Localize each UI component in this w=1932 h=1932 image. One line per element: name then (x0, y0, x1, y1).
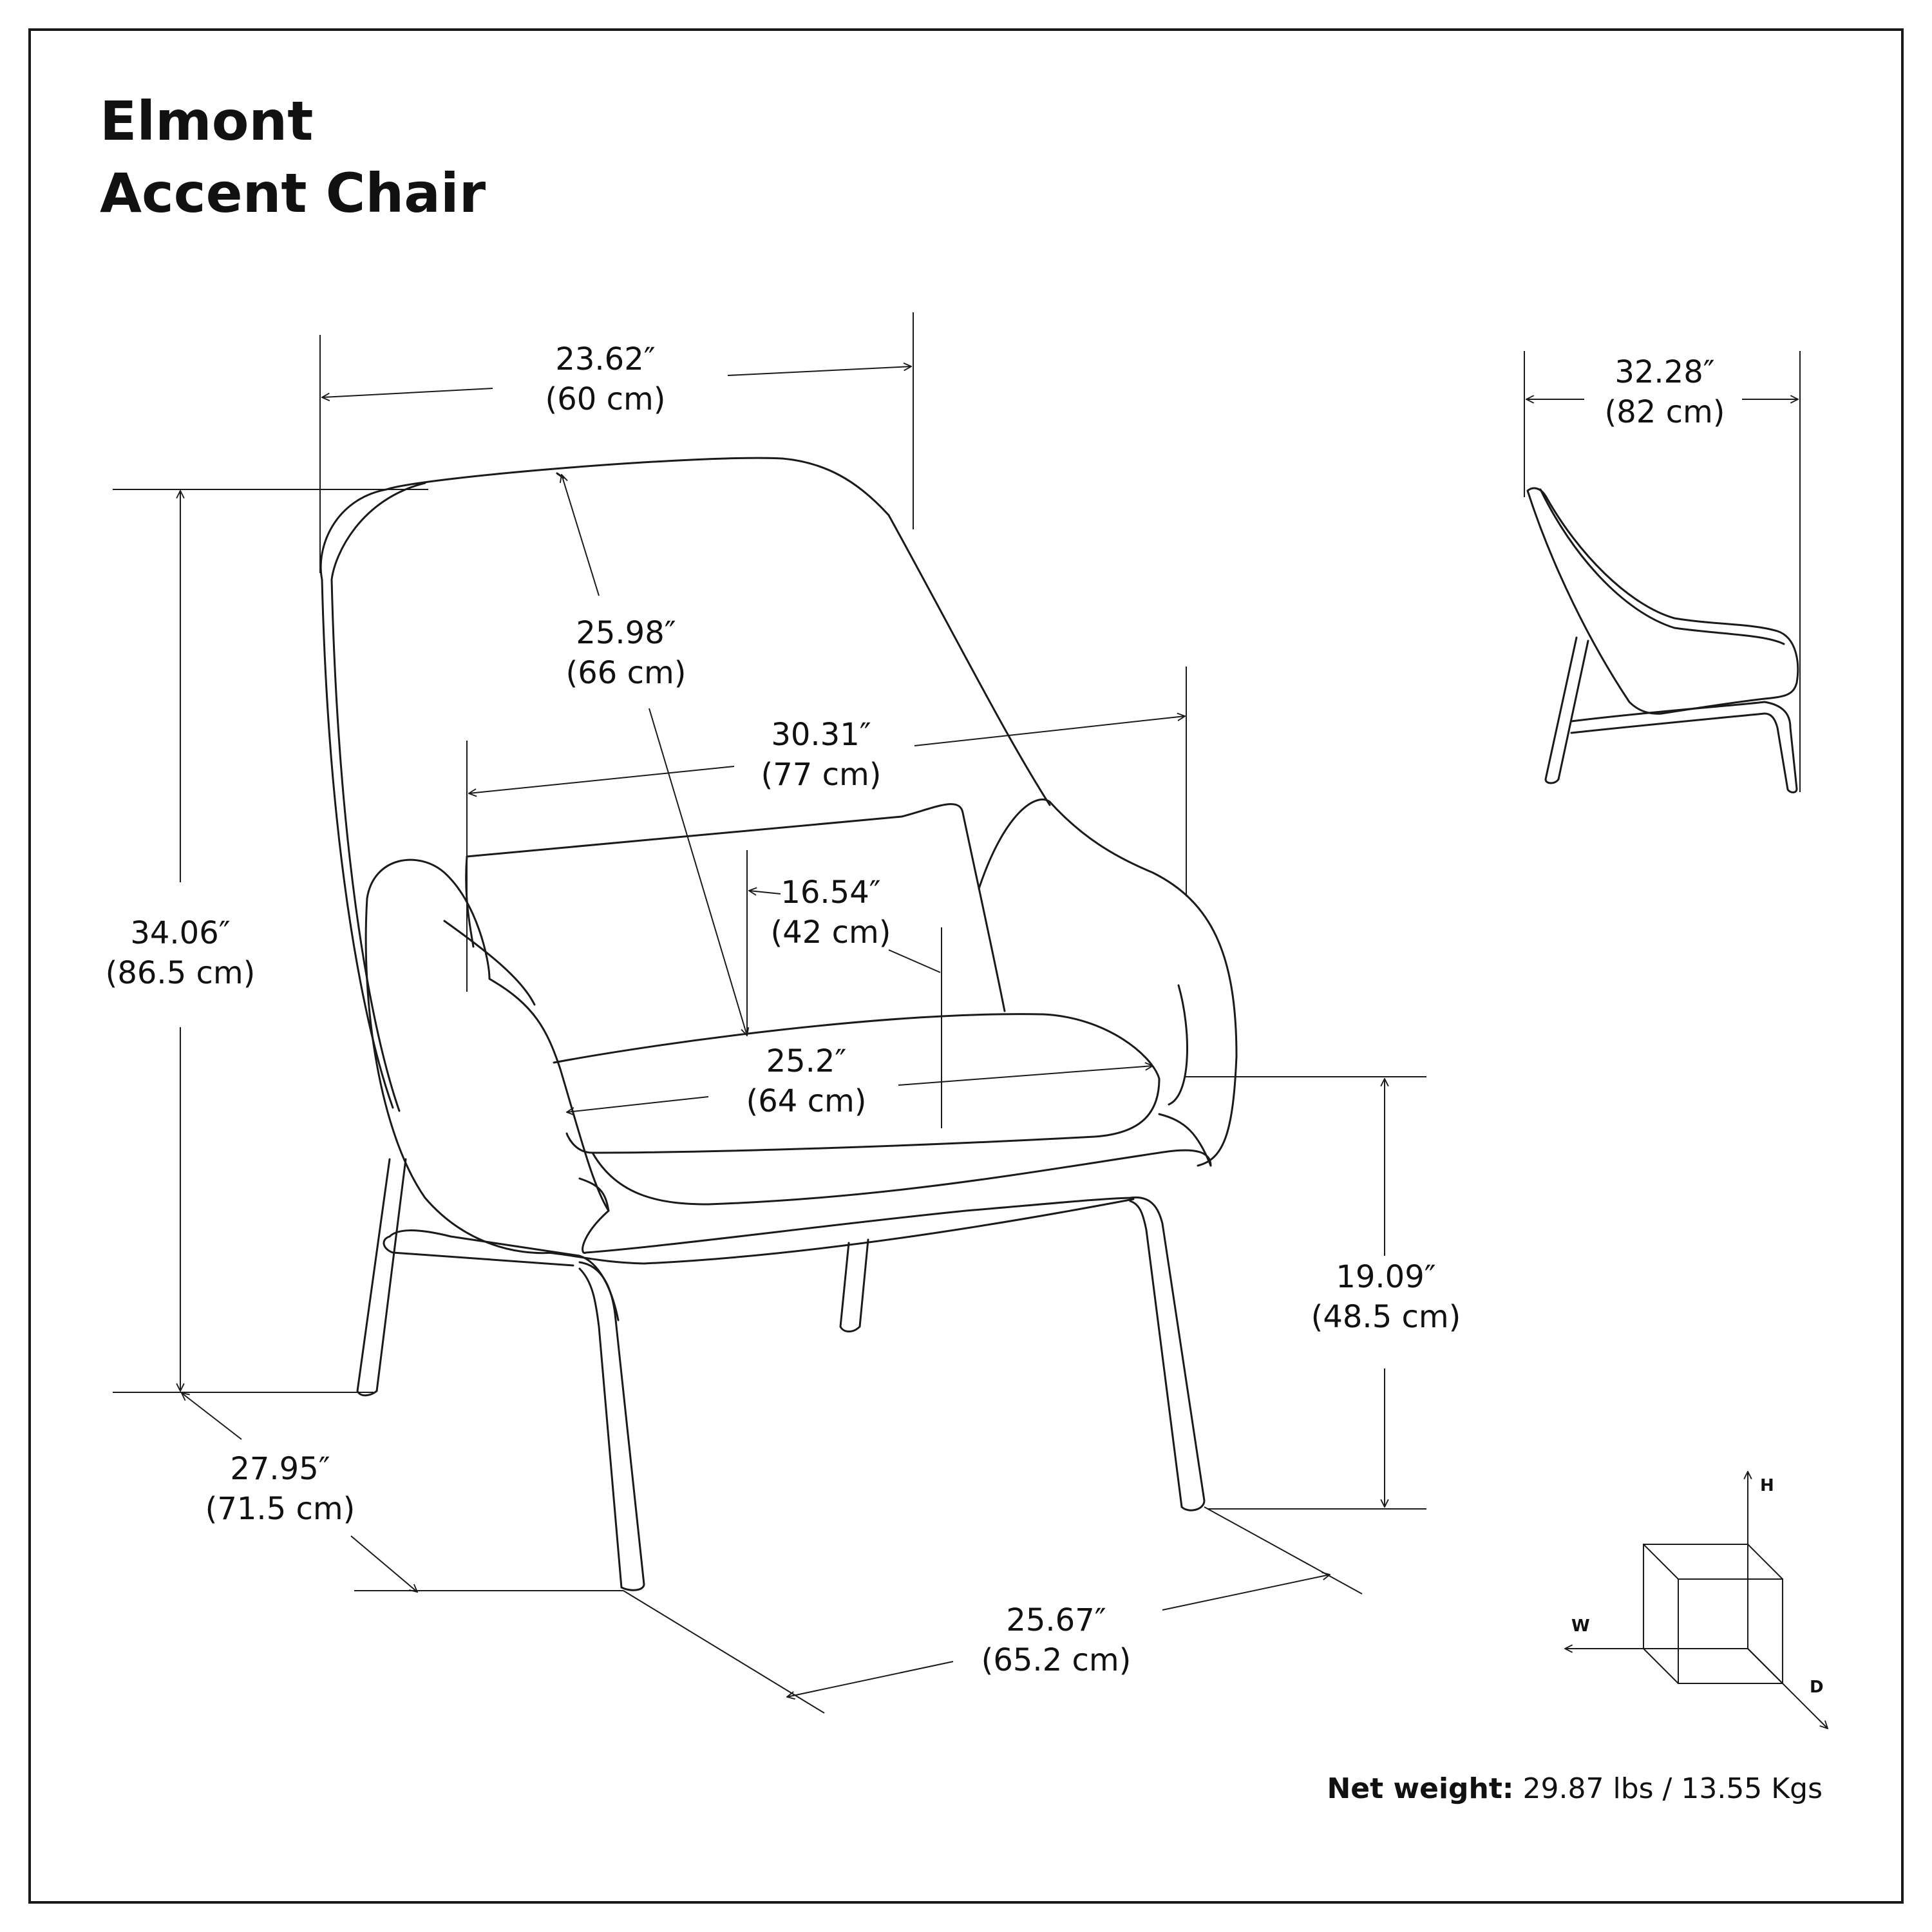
arm-height-imperial: 16.54″ (781, 875, 881, 911)
back-height-label: 25.98″ (66 cm) (529, 613, 723, 693)
base-width-imperial: 25.67″ (1006, 1602, 1106, 1638)
overall-height-imperial: 34.06″ (130, 915, 231, 951)
axis-h-label: H (1760, 1476, 1774, 1495)
side-depth-metric: (82 cm) (1604, 394, 1725, 430)
overall-width-metric: (60 cm) (545, 381, 666, 417)
overall-width-label: 23.62″ (60 cm) (509, 339, 702, 419)
side-depth-imperial: 32.28″ (1615, 354, 1715, 390)
base-width-metric: (65.2 cm) (981, 1642, 1132, 1678)
title-line-2: Accent Chair (100, 162, 486, 225)
net-weight-value: 29.87 lbs / 13.55 Kgs (1522, 1772, 1823, 1805)
axis-d-label: D (1810, 1678, 1824, 1697)
net-weight-label: Net weight: (1327, 1772, 1514, 1805)
drawing-frame (28, 28, 1904, 1904)
page-title: Elmont Accent Chair (100, 85, 486, 229)
overall-height-label: 34.06″ (86.5 cm) (84, 913, 277, 993)
base-width-label: 25.67″ (65.2 cm) (960, 1600, 1153, 1680)
arm-height-metric: (42 cm) (770, 914, 891, 951)
axis-cube-icon (1565, 1472, 1828, 1728)
axis-w-label: W (1571, 1616, 1590, 1636)
side-chair-outline (1526, 487, 1799, 793)
side-depth-label: 32.28″ (82 cm) (1568, 352, 1761, 432)
leg-depth-metric: (71.5 cm) (205, 1491, 355, 1527)
seat-height-metric: (48.5 cm) (1311, 1299, 1461, 1335)
seat-height-imperial: 19.09″ (1336, 1259, 1436, 1295)
back-height-imperial: 25.98″ (576, 615, 676, 651)
net-weight: Net weight: 29.87 lbs / 13.55 Kgs (1327, 1772, 1823, 1805)
side-dimension-lines (1524, 351, 1801, 792)
dimension-lines (113, 312, 1426, 1714)
arm-width-imperial: 30.31″ (771, 717, 871, 753)
seat-width-imperial: 25.2″ (766, 1043, 847, 1079)
seat-width-label: 25.2″ (64 cm) (710, 1041, 903, 1121)
seat-height-label: 19.09″ (48.5 cm) (1289, 1257, 1482, 1337)
leg-depth-label: 27.95″ (71.5 cm) (184, 1449, 377, 1529)
arm-height-label: 16.54″ (42 cm) (734, 873, 927, 952)
leg-depth-imperial: 27.95″ (230, 1451, 330, 1487)
title-line-1: Elmont (100, 90, 314, 153)
arm-width-metric: (77 cm) (761, 757, 882, 793)
front-chair-outline (319, 457, 1238, 1591)
arm-width-label: 30.31″ (77 cm) (724, 715, 918, 795)
overall-width-imperial: 23.62″ (555, 341, 656, 377)
back-height-metric: (66 cm) (565, 655, 687, 691)
overall-height-metric: (86.5 cm) (105, 955, 256, 991)
seat-width-metric: (64 cm) (746, 1083, 867, 1119)
